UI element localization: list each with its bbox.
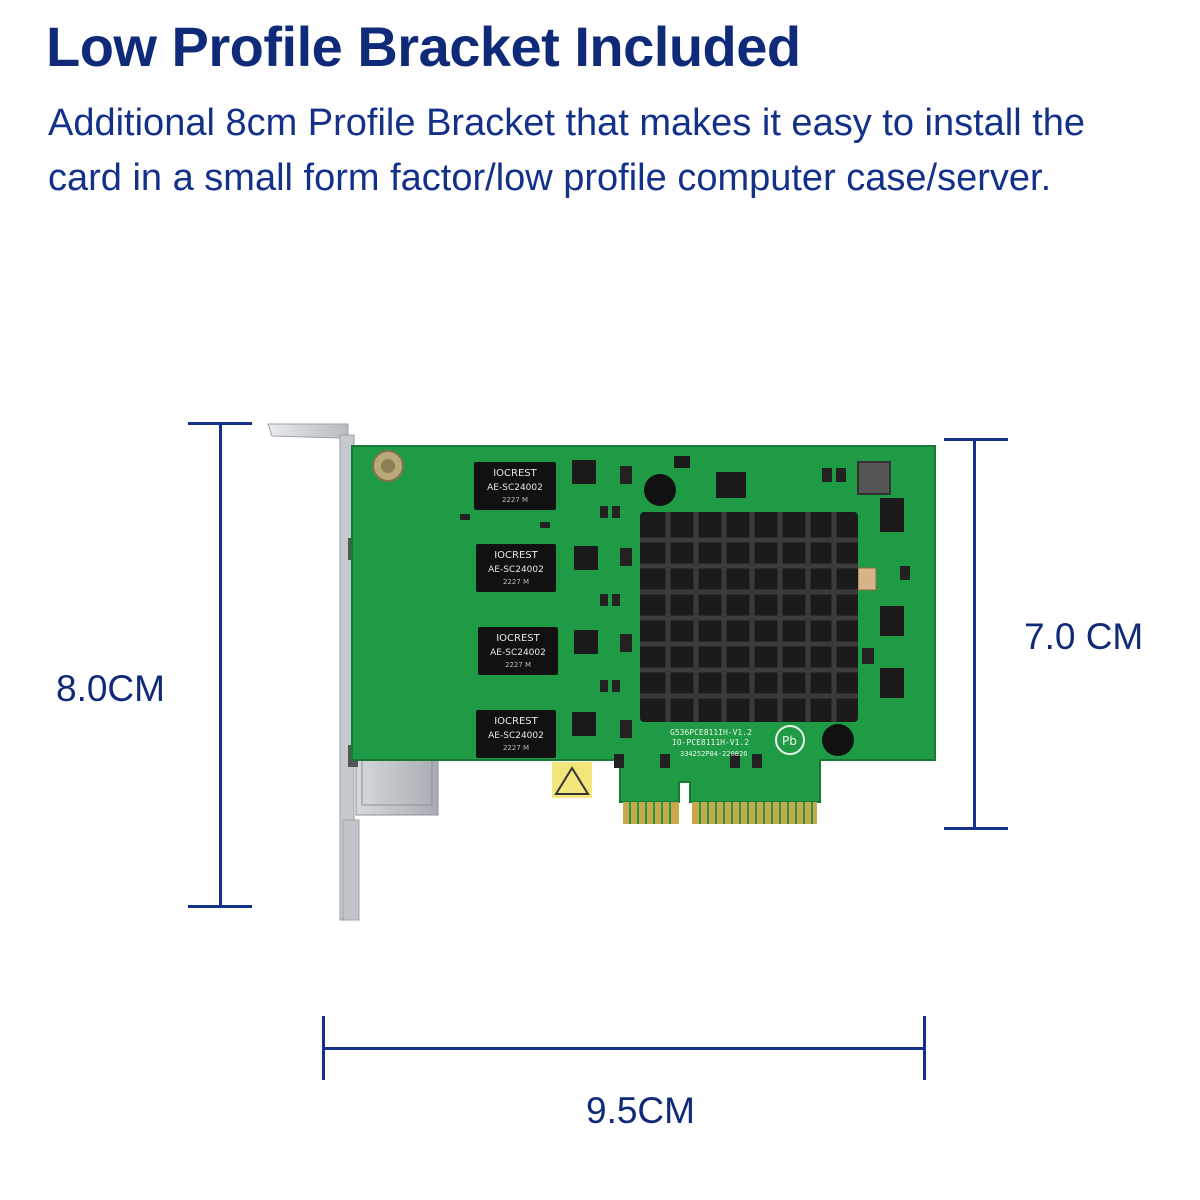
svg-text:2227 M: 2227 M [505, 661, 531, 669]
dim-line-vertical [973, 438, 976, 830]
lead-free-icon: Pb [775, 725, 805, 755]
push-pin-bottom [822, 724, 854, 756]
svg-text:AE-SC24002: AE-SC24002 [487, 483, 543, 493]
svg-text:IOCREST: IOCREST [493, 468, 537, 479]
dim-line-vertical [219, 422, 222, 908]
svg-text:IO-PCE8111H-V1.2: IO-PCE8111H-V1.2 [672, 738, 749, 747]
description-text: Additional 8cm Profile Bracket that make… [48, 102, 1086, 199]
height-label-right: 7.0 CM [1024, 616, 1144, 657]
magnetics-chip-1: IOCREST AE-SC24002 2227 M [474, 462, 556, 510]
width-label-bottom: 9.5CM [586, 1090, 695, 1131]
dim-cap-bottom [944, 827, 1008, 830]
magnetics-chip-3: IOCREST AE-SC24002 2227 M [478, 627, 558, 675]
dim-cap-right [923, 1016, 926, 1080]
svg-text:2227 M: 2227 M [503, 744, 529, 752]
svg-text:334252P84-220826: 334252P84-220826 [680, 750, 747, 758]
svg-text:G536PCE811IH-V1.2: G536PCE811IH-V1.2 [670, 728, 752, 737]
svg-text:AE-SC24002: AE-SC24002 [490, 648, 546, 658]
dim-line-horizontal [322, 1047, 926, 1050]
dim-cap-bottom [188, 905, 252, 908]
height-label-left: 8.0CM [56, 668, 165, 709]
svg-text:2227 M: 2227 M [503, 578, 529, 586]
smd-components [460, 466, 910, 768]
magnetics-chip-2: IOCREST AE-SC24002 2227 M [476, 544, 556, 592]
magnetics-chip-4: IOCREST AE-SC24002 2227 M [476, 710, 556, 758]
push-pin-top [644, 474, 676, 506]
svg-text:IOCREST: IOCREST [494, 550, 538, 561]
page-title: Low Profile Bracket Included [46, 15, 801, 78]
board-silkscreen: G536PCE811IH-V1.2 IO-PCE8111H-V1.2 33425… [670, 728, 752, 758]
inductors [857, 461, 891, 591]
esd-warning-icon [552, 762, 592, 798]
low-profile-bracket [267, 423, 360, 921]
svg-text:AE-SC24002: AE-SC24002 [488, 565, 544, 575]
svg-text:IOCREST: IOCREST [494, 716, 538, 727]
svg-text:Pb: Pb [782, 734, 797, 748]
svg-text:AE-SC24002: AE-SC24002 [488, 731, 544, 741]
small-ic-chips [572, 456, 904, 736]
svg-text:IOCREST: IOCREST [496, 633, 540, 644]
dim-cap-top [944, 438, 1008, 441]
heatsink [640, 512, 858, 722]
svg-text:2227 M: 2227 M [502, 496, 528, 504]
